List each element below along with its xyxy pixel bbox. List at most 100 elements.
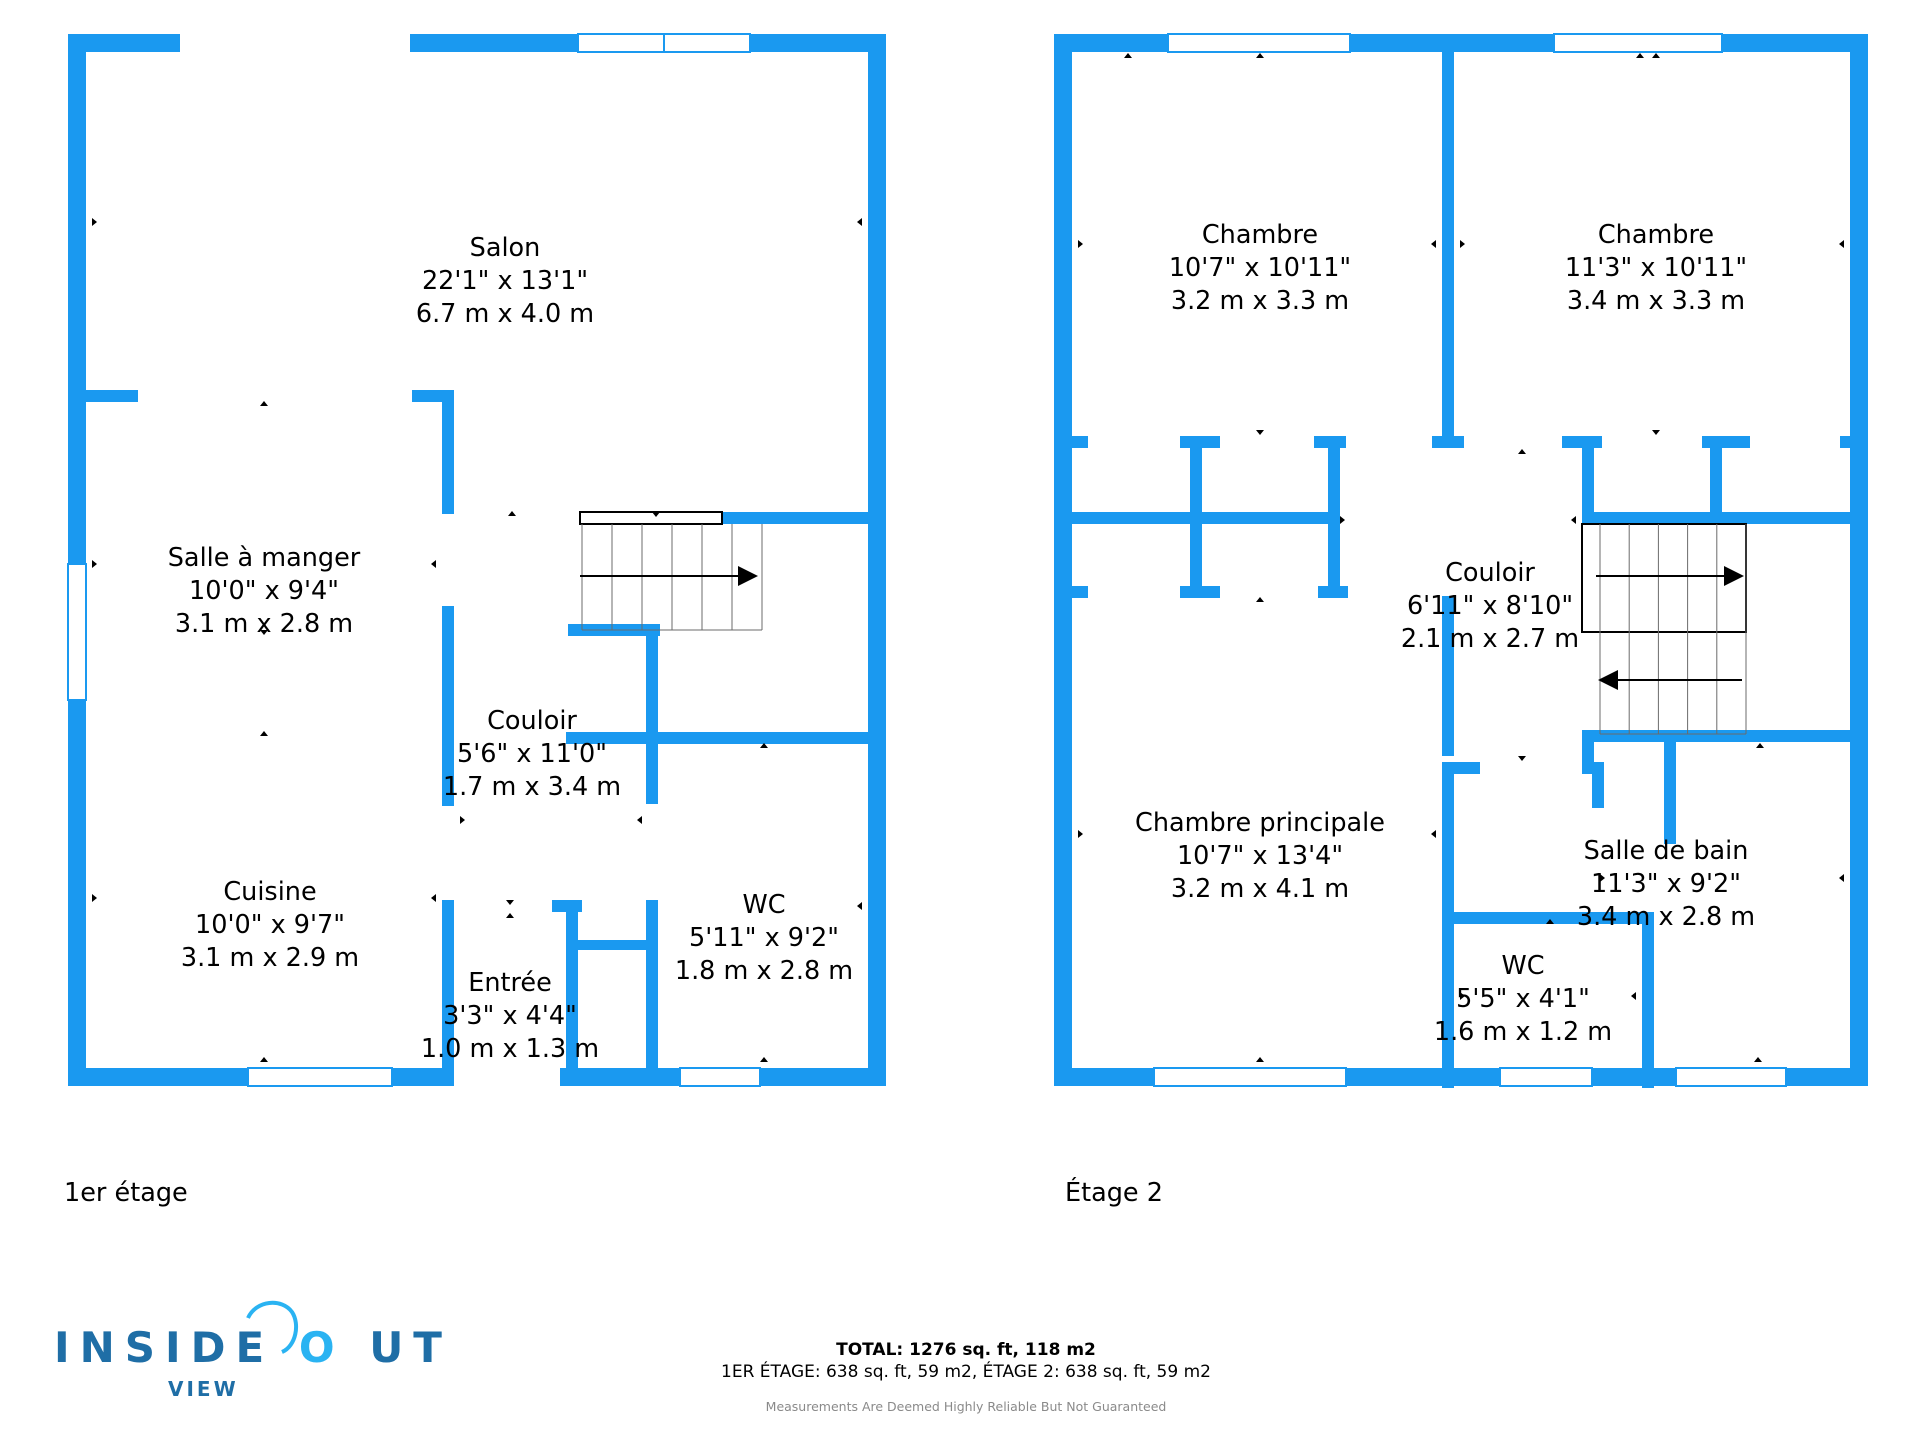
- room-name: WC: [1501, 951, 1544, 981]
- tick-marker: [1636, 53, 1644, 58]
- room-imperial: 11'3" x 10'11": [1565, 253, 1747, 283]
- logo-text-after: UT: [369, 1323, 452, 1372]
- room-metric: 3.1 m x 2.9 m: [181, 943, 359, 973]
- room-imperial: 5'6" x 11'0": [457, 739, 607, 769]
- room-label-chambre-1: Chambre 10'7" x 10'11" 3.2 m x 3.3 m: [1169, 220, 1351, 316]
- tick-marker: [92, 560, 97, 568]
- floor-1-stairs: [579, 511, 763, 631]
- disclaimer: Measurements Are Deemed Highly Reliable …: [766, 1399, 1167, 1414]
- tick-marker: [1078, 830, 1083, 838]
- tick-marker: [506, 913, 514, 918]
- tick-marker: [1124, 53, 1132, 58]
- tick-marker: [1431, 240, 1436, 248]
- room-imperial: 5'11" x 9'2": [689, 923, 839, 953]
- room-name: Chambre principale: [1135, 808, 1385, 838]
- room-metric: 1.0 m x 1.3 m: [421, 1034, 599, 1064]
- tick-marker: [760, 743, 768, 748]
- tick-marker: [1631, 992, 1636, 1000]
- tick-marker: [1460, 240, 1465, 248]
- room-label-chambre-2: Chambre 11'3" x 10'11" 3.4 m x 3.3 m: [1565, 220, 1747, 316]
- tick-marker: [760, 1057, 768, 1062]
- tick-marker: [637, 816, 642, 824]
- room-label-wc: WC 5'11" x 9'2" 1.8 m x 2.8 m: [675, 890, 853, 986]
- room-label-salle-de-bain: Salle de bain 11'3" x 9'2" 3.4 m x 2.8 m: [1577, 836, 1755, 932]
- tick-marker: [508, 511, 516, 516]
- tick-marker: [431, 894, 436, 902]
- tick-marker: [1571, 516, 1576, 524]
- logo: INSIDE O UT VIEW: [54, 1301, 452, 1401]
- camera-swirl-icon: [246, 1301, 299, 1354]
- room-imperial: 10'0" x 9'7": [195, 910, 345, 940]
- tick-marker: [1518, 449, 1526, 454]
- room-metric: 2.1 m x 2.7 m: [1401, 624, 1579, 654]
- floor-1-label: 1er étage: [64, 1178, 188, 1208]
- tick-marker: [1256, 1057, 1264, 1062]
- room-imperial: 10'7" x 13'4": [1177, 841, 1343, 871]
- tick-marker: [260, 630, 268, 635]
- tick-marker: [1546, 919, 1554, 924]
- room-imperial: 5'5" x 4'1": [1456, 984, 1590, 1014]
- tick-marker: [1756, 743, 1764, 748]
- tick-marker: [260, 1057, 268, 1062]
- logo-subtitle: VIEW: [168, 1377, 239, 1401]
- tick-marker: [1256, 53, 1264, 58]
- floor-2-windows: [1153, 33, 1787, 1087]
- room-metric: 3.2 m x 3.3 m: [1171, 286, 1349, 316]
- tick-marker: [92, 218, 97, 226]
- tick-marker: [506, 900, 514, 905]
- room-label-entree: Entrée 3'3" x 4'4" 1.0 m x 1.3 m: [421, 968, 599, 1064]
- room-metric: 1.7 m x 3.4 m: [443, 772, 621, 802]
- tick-marker: [1340, 516, 1345, 524]
- tick-marker: [1460, 992, 1465, 1000]
- room-label-wc-2: WC 5'5" x 4'1" 1.6 m x 1.2 m: [1434, 951, 1612, 1047]
- room-imperial: 6'11" x 8'10": [1407, 591, 1573, 621]
- room-name: WC: [742, 890, 785, 920]
- room-imperial: 10'0" x 9'4": [189, 576, 339, 606]
- room-metric: 1.6 m x 1.2 m: [1434, 1017, 1612, 1047]
- tick-marker: [1256, 430, 1264, 435]
- floor-1-plan: [68, 34, 886, 1086]
- tick-marker: [431, 560, 436, 568]
- room-label-salle-a-manger: Salle à manger 10'0" x 9'4" 3.1 m x 2.8 …: [168, 543, 361, 639]
- room-name: Couloir: [487, 706, 577, 736]
- measurement-ticks: [92, 53, 1844, 1062]
- room-imperial: 11'3" x 9'2": [1591, 869, 1741, 899]
- tick-marker: [460, 816, 465, 824]
- total-area: TOTAL: 1276 sq. ft, 118 m2: [836, 1340, 1096, 1360]
- tick-marker: [260, 401, 268, 406]
- logo-o-glyph: O: [299, 1323, 345, 1372]
- logo-text-before: INSIDE: [54, 1323, 274, 1372]
- tick-marker: [857, 218, 862, 226]
- tick-marker: [1652, 430, 1660, 435]
- room-name: Couloir: [1445, 558, 1535, 588]
- room-metric: 1.8 m x 2.8 m: [675, 956, 853, 986]
- room-imperial: 3'3" x 4'4": [443, 1001, 577, 1031]
- tick-marker: [92, 894, 97, 902]
- tick-marker: [1256, 597, 1264, 602]
- floor-2-label: Étage 2: [1065, 1178, 1163, 1208]
- tick-marker: [1078, 240, 1083, 248]
- tick-marker: [1518, 756, 1526, 761]
- tick-marker: [1839, 874, 1844, 882]
- tick-marker: [857, 902, 862, 910]
- room-name: Salle à manger: [168, 543, 361, 573]
- room-metric: 3.2 m x 4.1 m: [1171, 874, 1349, 904]
- room-imperial: 10'7" x 10'11": [1169, 253, 1351, 283]
- room-name: Salle de bain: [1584, 836, 1749, 866]
- tick-marker: [1839, 240, 1844, 248]
- room-name: Entrée: [468, 968, 552, 998]
- room-metric: 3.4 m x 2.8 m: [1577, 902, 1755, 932]
- room-label-salon: Salon 22'1" x 13'1" 6.7 m x 4.0 m: [416, 233, 594, 329]
- room-name: Chambre: [1202, 220, 1318, 250]
- tick-marker: [1754, 1057, 1762, 1062]
- tick-marker: [260, 731, 268, 736]
- room-metric: 6.7 m x 4.0 m: [416, 299, 594, 329]
- room-metric: 3.4 m x 3.3 m: [1567, 286, 1745, 316]
- room-label-cuisine: Cuisine 10'0" x 9'7" 3.1 m x 2.9 m: [181, 877, 359, 973]
- room-name: Chambre: [1598, 220, 1714, 250]
- tick-marker: [1600, 874, 1605, 882]
- room-label-chambre-principale: Chambre principale 10'7" x 13'4" 3.2 m x…: [1135, 808, 1385, 904]
- floor-2-stairs: [1581, 523, 1747, 735]
- floor-1-windows: [67, 33, 761, 1087]
